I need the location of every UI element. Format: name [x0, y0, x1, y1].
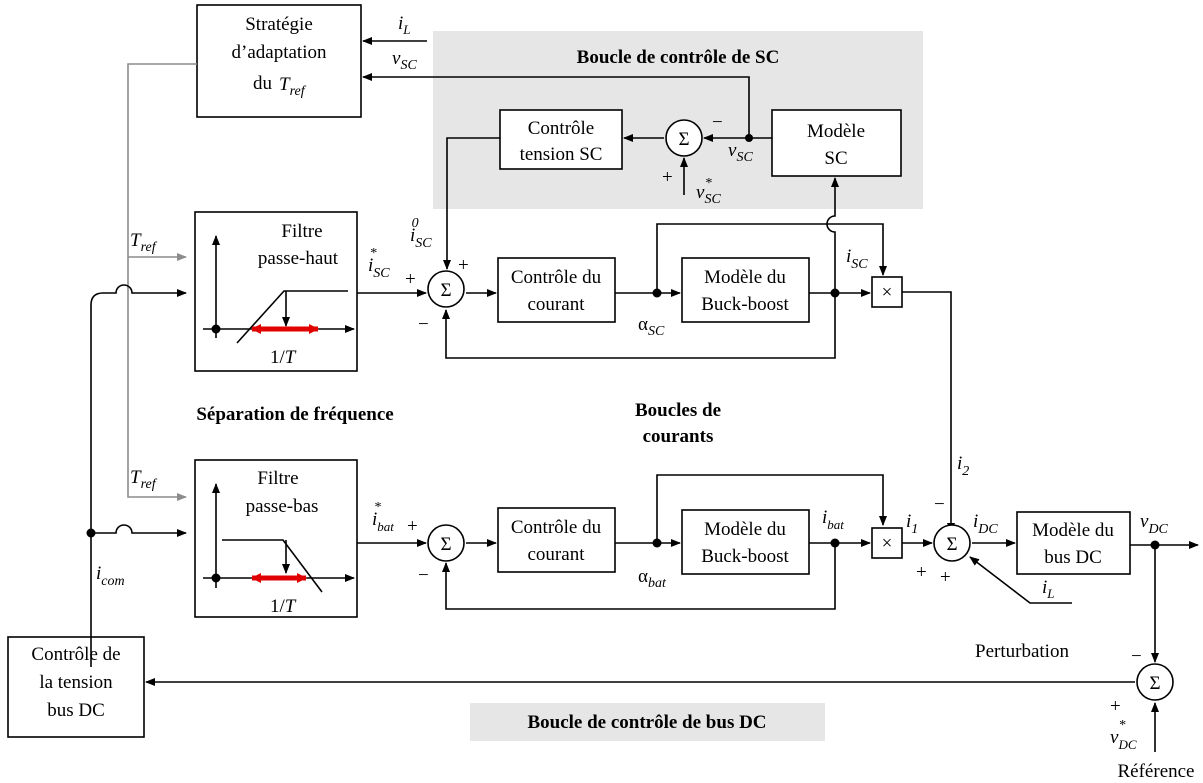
vsc-label: vSC [728, 140, 753, 165]
sum-current-bat: Σ [427, 524, 465, 562]
bus-loop-title-region [470, 703, 825, 741]
iL-perturbation-label: iL [1042, 577, 1055, 601]
icom-label: icom [96, 563, 125, 589]
separation-frequence-title: Séparation de fréquence [196, 404, 393, 425]
i2-label: i2 [957, 453, 969, 479]
bus-loop-title: Boucle de contrôle de bus DC [527, 712, 766, 733]
plus-isc-zero: + [458, 255, 469, 276]
minus-ibat-feedback: − [418, 565, 429, 586]
isc-star-label: iSC* [368, 246, 390, 281]
vsc-strategie-label: vSC [392, 48, 417, 73]
strategie-line-1: Stratégie [245, 14, 313, 35]
svg-text:Σ: Σ [1149, 673, 1160, 694]
modele-bus-dc-block: Modèle du bus DC [1016, 511, 1131, 575]
modele-sc-line-1: Modèle [807, 121, 865, 142]
filtre-haut-line-1: Filtre [281, 221, 322, 242]
reference-label: Référence [1118, 761, 1195, 782]
plus-i1: + [916, 562, 927, 583]
svg-text:Σ: Σ [440, 280, 451, 301]
sum-sc-voltage: Σ [665, 119, 703, 157]
filtre-haut-line-2: passe-haut [258, 248, 339, 269]
ibat-star-label: ibat* [372, 500, 394, 534]
vdc-star-label: vDC* [1110, 718, 1137, 752]
filtre-bas-line-1: Filtre [257, 468, 298, 489]
controle-courant-bat-block: Contrôle du courant [497, 507, 616, 573]
multiplier-sc: × [871, 276, 903, 308]
plus-iL: + [940, 567, 951, 588]
svg-text:Modèle du: Modèle du [1032, 520, 1114, 541]
alpha-bat-label: αbat [638, 566, 667, 591]
svg-text:Buck-boost: Buck-boost [701, 546, 789, 567]
controle-tension-sc-block: Contrôle tension SC [499, 109, 623, 170]
modele-buck-boost-sc-block: Modèle du Buck-boost [681, 257, 810, 323]
tref-high-label: Tref [130, 230, 158, 255]
modele-buck-boost-bat-block: Modèle du Buck-boost [681, 509, 810, 575]
isc-label: iSC [846, 246, 868, 272]
strategie-block: Stratégie d’adaptation du Tref [196, 4, 362, 118]
plus-vdc-star: + [1110, 696, 1121, 717]
controle-sc-line-2: tension SC [520, 144, 603, 165]
svg-text:Σ: Σ [678, 129, 689, 150]
svg-text:Buck-boost: Buck-boost [701, 294, 789, 315]
svg-text:bus DC: bus DC [1044, 547, 1102, 568]
controle-sc-line-1: Contrôle [528, 118, 595, 139]
sum-currents: Σ [933, 524, 971, 562]
tref-strategie: Tref [279, 74, 307, 99]
svg-text:Contrôle de: Contrôle de [31, 644, 120, 665]
tref-low-label: Tref [130, 467, 158, 492]
svg-text:×: × [882, 282, 893, 303]
plus-isc-star: + [405, 269, 416, 290]
one-over-t-low: 1/T [270, 596, 297, 617]
one-over-t-high: 1/T [270, 347, 297, 368]
svg-text:Σ: Σ [440, 534, 451, 555]
courants-title-line-2: courants [643, 426, 714, 447]
isc-zero-label: iSC0 [410, 216, 432, 251]
filtre-passe-bas-block: Filtre passe-bas 1/T [194, 459, 358, 618]
minus-vdc: − [1131, 646, 1142, 667]
svg-text:la tension: la tension [39, 672, 113, 693]
svg-text:courant: courant [528, 294, 586, 315]
minus-vsc: − [712, 112, 723, 133]
strategie-line-3: du [253, 73, 273, 94]
ibat-label: ibat [822, 507, 844, 532]
multiplier-bat: × [871, 527, 903, 559]
vsc-star-label: vSC* [696, 176, 721, 207]
svg-text:Σ: Σ [946, 534, 957, 555]
svg-text:Modèle du: Modèle du [704, 267, 786, 288]
vdc-label: vDC [1140, 511, 1169, 537]
strategie-line-2: d’adaptation [232, 42, 327, 63]
minus-isc-feedback: − [418, 314, 429, 335]
sc-loop-title: Boucle de contrôle de SC [577, 47, 780, 68]
svg-text:courant: courant [528, 544, 586, 565]
filtre-bas-line-2: passe-bas [246, 496, 319, 517]
iL-strategie-label: iL [398, 13, 411, 37]
controle-courant-sc-block: Contrôle du courant [497, 257, 616, 323]
alpha-sc-label: αSC [638, 314, 665, 339]
svg-text:×: × [882, 533, 893, 554]
controle-tension-bus-dc-block: Contrôle de la tension bus DC [7, 636, 145, 738]
modele-sc-line-2: SC [824, 148, 847, 169]
plus-ibat-star: + [407, 516, 418, 537]
i1-label: i1 [906, 511, 918, 537]
minus-i2: − [934, 494, 945, 515]
svg-text:Contrôle du: Contrôle du [511, 517, 602, 538]
idc-label: iDC [973, 511, 998, 537]
svg-text:bus DC: bus DC [47, 700, 105, 721]
svg-text:Contrôle du: Contrôle du [511, 267, 602, 288]
svg-text:Modèle du: Modèle du [704, 519, 786, 540]
plus-vsc-star: + [662, 167, 673, 188]
modele-sc-block: Modèle SC [771, 109, 902, 177]
sum-current-sc: Σ [427, 270, 465, 308]
courants-title-line-1: Boucles de [635, 400, 721, 421]
filtre-passe-haut-block: Filtre passe-haut 1/T [194, 211, 358, 372]
perturbation-label: Perturbation [975, 641, 1069, 662]
sum-bus-voltage: Σ [1136, 663, 1174, 701]
